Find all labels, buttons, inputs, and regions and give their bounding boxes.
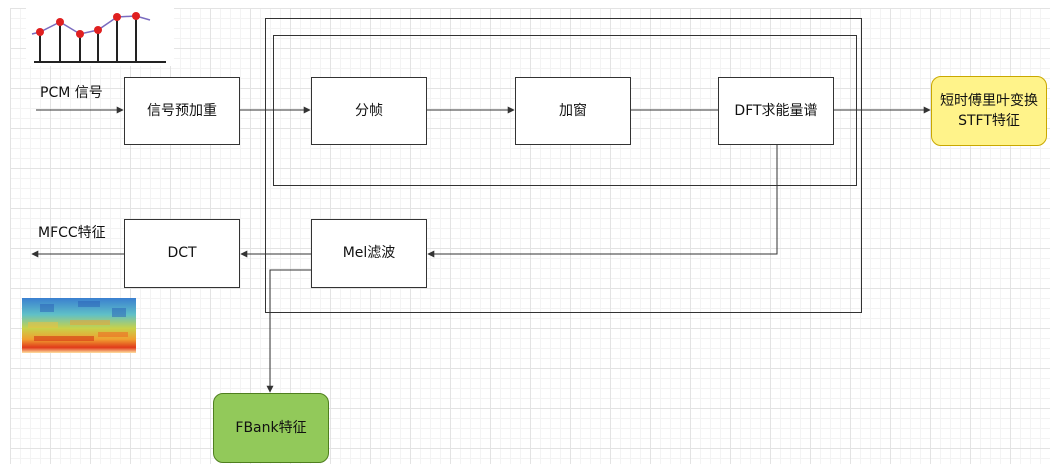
node-dft-label: DFT求能量谱 [734, 102, 818, 119]
node-fbank-label: FBank特征 [235, 419, 307, 436]
node-framing: 分帧 [311, 77, 427, 145]
node-preemphasis-label: 信号预加重 [147, 102, 217, 119]
node-stft-line2: STFT特征 [958, 113, 1020, 129]
node-windowing: 加窗 [515, 77, 631, 145]
node-stft: 短时傅里叶变换 STFT特征 [931, 76, 1047, 146]
node-windowing-label: 加窗 [559, 102, 587, 119]
input-label: PCM 信号 [40, 85, 103, 101]
node-dft: DFT求能量谱 [718, 77, 834, 145]
node-mel-label: Mel滤波 [342, 245, 396, 262]
node-preemphasis: 信号预加重 [124, 77, 240, 145]
output-mfcc-label: MFCC特征 [38, 225, 106, 241]
node-dct-label: DCT [167, 245, 197, 262]
node-framing-label: 分帧 [355, 102, 383, 119]
outer-process-frame [265, 18, 862, 313]
node-stft-line1: 短时傅里叶变换 [940, 92, 1038, 109]
node-fbank: FBank特征 [213, 393, 329, 463]
node-dct: DCT [124, 219, 240, 288]
node-mel: Mel滤波 [311, 219, 427, 288]
